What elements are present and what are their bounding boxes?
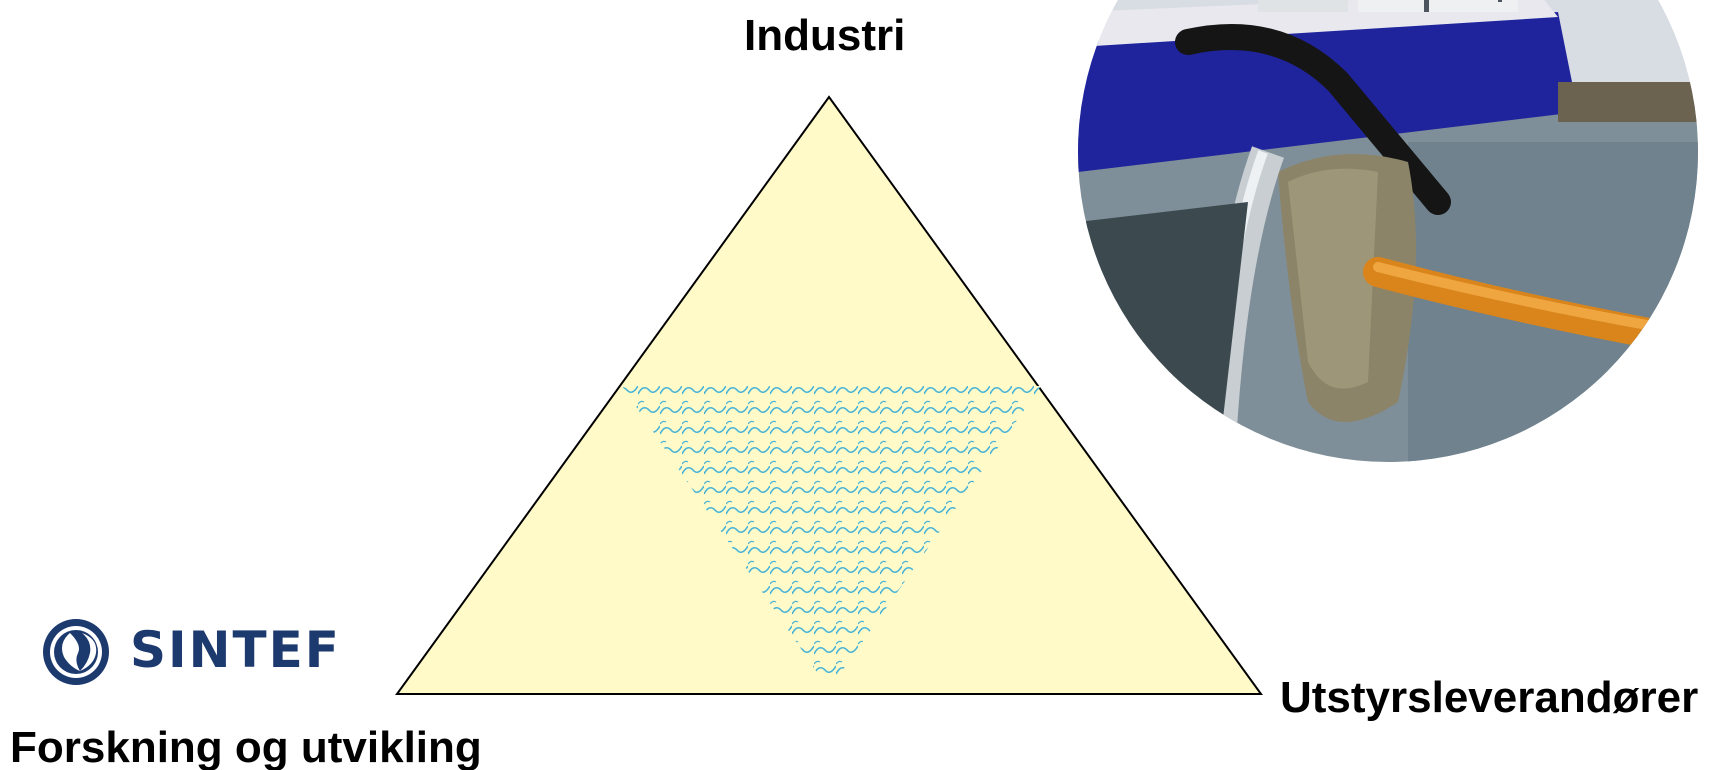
vertex-label-left: Forskning og utvikling (10, 723, 482, 770)
sintef-logo-text: SINTEF (130, 621, 341, 679)
vertex-label-top: Industri (744, 11, 906, 60)
net-inner-triangle (622, 386, 1041, 690)
sintef-logo: SINTEF (40, 617, 370, 687)
vertex-label-right: Utstyrsleverandører (1280, 673, 1699, 722)
sintef-emblem-icon (43, 619, 109, 685)
